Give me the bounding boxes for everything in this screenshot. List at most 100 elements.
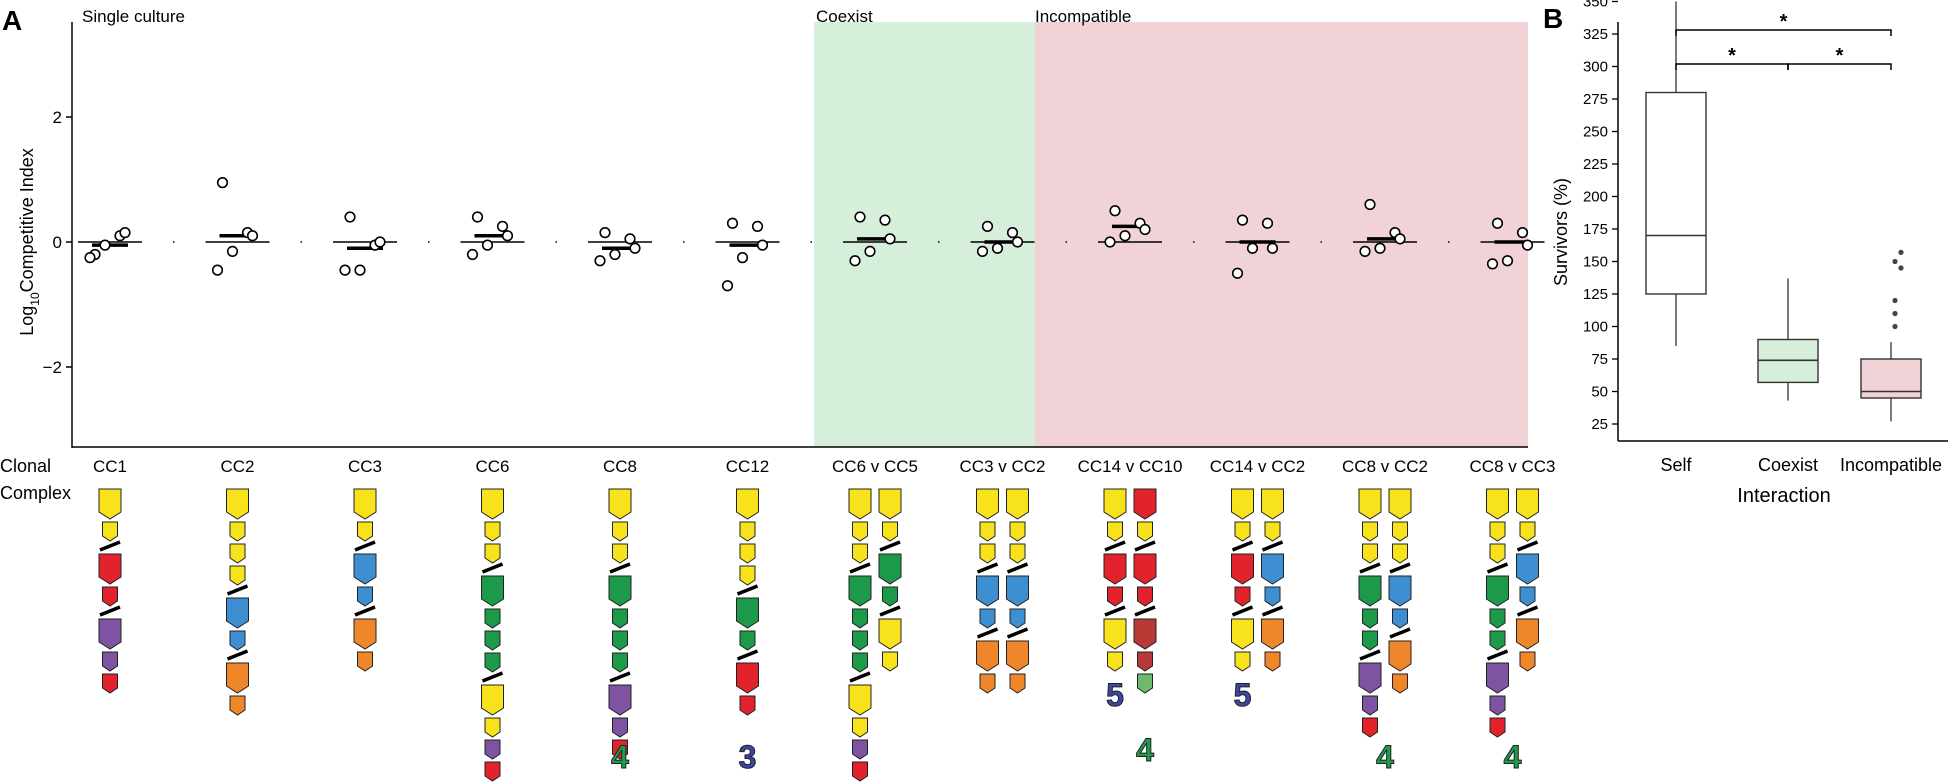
copy-number-label: 4 bbox=[1504, 739, 1522, 775]
clonal-complex-label: CC6 v CC5 bbox=[832, 457, 918, 476]
outlier-point bbox=[1898, 265, 1904, 271]
data-point bbox=[736, 252, 749, 264]
gene-arrow bbox=[1261, 618, 1284, 650]
gene-arrow bbox=[1358, 662, 1382, 694]
gene-arrow bbox=[1489, 608, 1506, 629]
copy-number-label: 5 bbox=[1234, 677, 1252, 713]
y-tick-label-b: 275 bbox=[1583, 91, 1608, 108]
gene-arrow bbox=[1519, 586, 1536, 607]
gene-arrow bbox=[1103, 618, 1127, 650]
data-point bbox=[1266, 242, 1279, 254]
gene-arrow bbox=[1489, 543, 1506, 564]
clonal-complex-label: CC8 v CC3 bbox=[1470, 457, 1556, 476]
gene-arrow bbox=[1133, 488, 1157, 520]
copy-number-label: 3 bbox=[739, 739, 757, 775]
gene-arrow bbox=[1006, 575, 1029, 607]
gene-arrow bbox=[1137, 673, 1153, 694]
gene-break bbox=[879, 605, 901, 617]
gene-arrow bbox=[878, 618, 902, 650]
gene-break bbox=[1389, 562, 1411, 574]
gene-arrow bbox=[736, 488, 759, 520]
gene-arrow bbox=[1392, 608, 1408, 629]
gene-arrow bbox=[229, 565, 246, 586]
gene-arrow bbox=[979, 673, 996, 694]
gene-arrow bbox=[1388, 640, 1412, 672]
data-point bbox=[849, 255, 861, 267]
data-point bbox=[1364, 198, 1376, 211]
gene-break bbox=[976, 627, 999, 639]
gene-break bbox=[609, 671, 631, 683]
gene-arrow bbox=[739, 543, 756, 564]
gene-arrow bbox=[484, 608, 501, 629]
gene-break bbox=[1359, 649, 1381, 661]
gene-break bbox=[1134, 605, 1156, 617]
gene-arrow bbox=[1362, 695, 1378, 716]
y-tick-label-b: 225 bbox=[1583, 156, 1608, 173]
gene-arrow bbox=[1486, 662, 1509, 694]
data-point bbox=[344, 211, 356, 223]
gene-arrow bbox=[852, 739, 868, 760]
gene-arrow bbox=[1388, 488, 1412, 520]
gene-arrow bbox=[1107, 586, 1123, 607]
gene-arrow bbox=[848, 575, 872, 607]
data-point bbox=[246, 230, 259, 242]
y-axis-label-a: Log10Competitive Index bbox=[17, 148, 42, 335]
clonal-complex-label: CC1 bbox=[93, 457, 127, 476]
gene-break bbox=[1231, 540, 1254, 552]
y-ticks-a: 20−2 bbox=[43, 108, 72, 377]
gene-arrow bbox=[1261, 553, 1284, 585]
data-point bbox=[624, 233, 636, 245]
data-point bbox=[1006, 227, 1019, 239]
gene-break bbox=[849, 671, 871, 683]
data-point bbox=[226, 245, 239, 257]
y-tick-label-b: 250 bbox=[1583, 124, 1608, 141]
row-label-complex: Complex bbox=[0, 483, 71, 503]
y-tick-label-b: 100 bbox=[1583, 319, 1608, 336]
gene-arrow bbox=[1519, 651, 1536, 672]
row-label-clonal: Clonal bbox=[0, 456, 51, 476]
gene-arrow bbox=[98, 488, 122, 520]
data-point bbox=[471, 211, 484, 223]
gene-arrow bbox=[882, 651, 898, 672]
gene-arrow bbox=[1231, 488, 1254, 520]
data-point bbox=[501, 230, 514, 242]
gene-arrow bbox=[1392, 521, 1408, 542]
data-point bbox=[1486, 258, 1499, 270]
gene-arrow bbox=[1264, 586, 1281, 607]
clonal-complex-label: CC8 v CC2 bbox=[1342, 457, 1428, 476]
y-tick-label-b: 350 bbox=[1583, 0, 1608, 11]
gene-break bbox=[849, 562, 871, 574]
data-point bbox=[481, 239, 494, 251]
gene-arrow bbox=[357, 586, 373, 607]
gene-arrow bbox=[1137, 586, 1153, 607]
copy-number-label: 4 bbox=[1136, 732, 1154, 768]
gene-break bbox=[481, 562, 504, 574]
gene-arrow bbox=[1006, 640, 1029, 672]
gene-break bbox=[354, 605, 376, 617]
gene-arrow bbox=[739, 695, 756, 716]
gene-arrow bbox=[612, 652, 628, 673]
y-tick-label-b: 200 bbox=[1583, 189, 1608, 206]
gene-arrow bbox=[484, 717, 501, 738]
gene-break bbox=[1134, 540, 1156, 552]
y-tick-label-a: 0 bbox=[53, 233, 62, 252]
significance-bracket bbox=[1787, 63, 1892, 70]
region-incompatible-label: Incompatible bbox=[1035, 7, 1131, 26]
data-point bbox=[594, 255, 606, 267]
gene-arrow bbox=[852, 630, 868, 651]
data-point bbox=[1521, 239, 1534, 251]
competitive-index-marks bbox=[78, 177, 1545, 292]
gene-arrow bbox=[1392, 673, 1408, 694]
gene-break bbox=[1389, 627, 1411, 639]
gene-arrow bbox=[612, 630, 628, 651]
data-point bbox=[609, 248, 621, 261]
significance-star: * bbox=[1728, 45, 1736, 67]
data-point bbox=[216, 177, 229, 189]
y-tick-label-a: 2 bbox=[53, 108, 62, 127]
gene-arrow bbox=[976, 575, 999, 607]
significance-brackets: *** bbox=[1675, 11, 1892, 70]
gene-arrow bbox=[852, 761, 868, 782]
gene-arrow bbox=[1489, 630, 1506, 651]
interaction-label: Incompatible bbox=[1840, 455, 1942, 475]
